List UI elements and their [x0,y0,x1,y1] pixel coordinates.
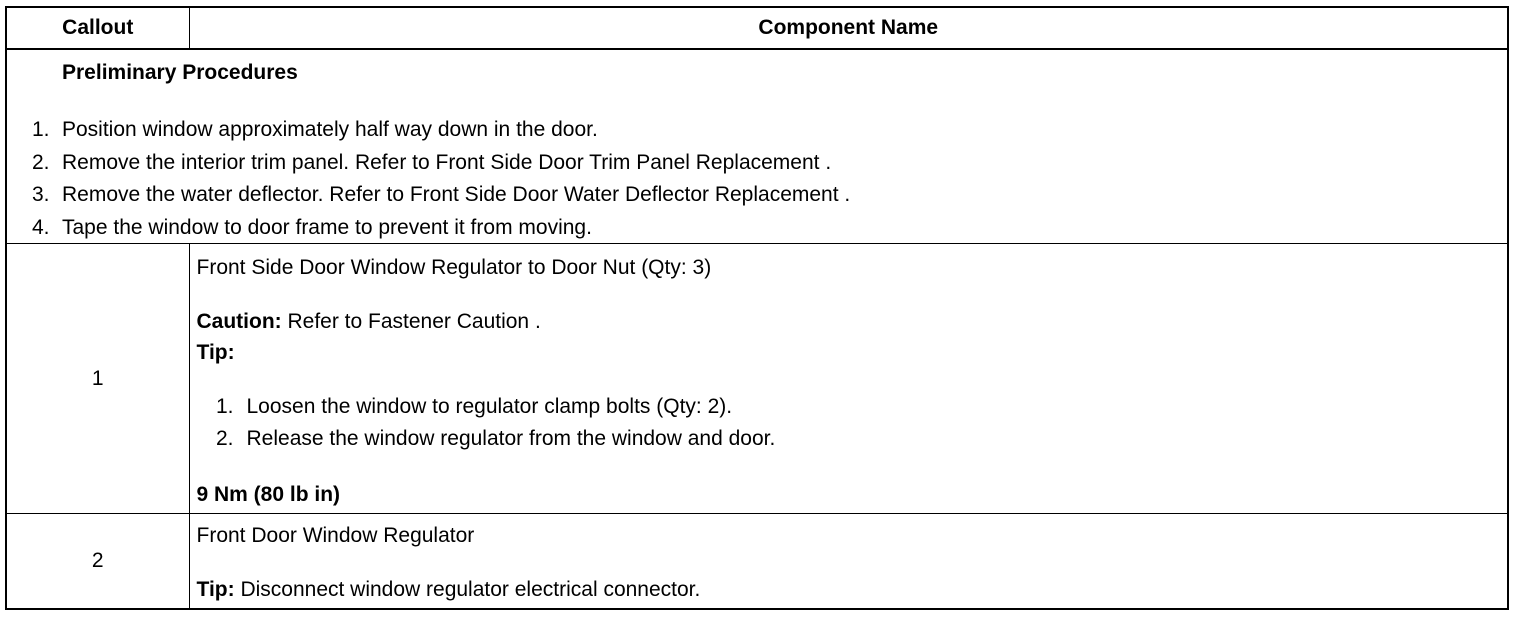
step-text: Remove the interior trim panel. Refer to… [62,150,832,174]
preliminary-step: 1. Position window approximately half way… [7,114,850,147]
preliminary-cell: Preliminary Procedures 1. Position window… [5,48,1509,244]
component-name-header: Component Name [188,6,1509,50]
tip-text: Disconnect window regulator electrical c… [234,578,701,601]
step-text: Tape the window to door frame to prevent… [62,215,592,239]
step-number: 2. [32,150,50,174]
table-row: 1 Front Side Door Window Regulator to Do… [5,243,1509,514]
tip-step: 2. Release the window regulator from the … [197,423,776,455]
tip-steps: 1. Loosen the window to regulator clamp b… [197,391,776,455]
tip-step-text: Release the window regulator from the wi… [246,427,776,450]
preliminary-step: 4. Tape the window to door frame to preve… [7,212,850,245]
component-name: Front Side Door Window Regulator to Door… [196,256,712,279]
caution-text: Refer to Fastener Caution . [281,310,541,333]
tip-label: Tip: [196,341,235,364]
step-text: Position window approximately half way d… [62,118,598,141]
step-number: 3. [32,183,50,206]
caution-note: Caution: Refer to Fastener Caution . [197,310,541,334]
preliminary-steps: 1. Position window approximately half way… [7,114,850,244]
torque-spec: 9 Nm (80 lb in) [196,483,341,506]
preliminary-step: 2. Remove the interior trim panel. Refer … [7,147,850,180]
tip-step: 1. Loosen the window to regulator clamp b… [197,391,776,423]
component-name: Front Door Window Regulator [196,524,475,547]
component-cell: Front Door Window Regulator Tip: Disconn… [188,513,1509,609]
step-text: Remove the water deflector. Refer to Fro… [62,183,851,206]
tip-label: Tip: [196,578,235,601]
caution-label: Caution: [196,310,282,333]
step-number: 1. [32,118,50,141]
table-row: 2 Front Door Window Regulator Tip: Disco… [5,513,1509,609]
tip-step-number: 2. [215,427,234,450]
preliminary-step: 3. Remove the water deflector. Refer to F… [7,179,850,212]
callout-header: Callout [5,6,190,50]
component-cell: Front Side Door Window Regulator to Door… [188,243,1509,514]
callout-cell: 1 [5,243,190,514]
tip-step-text: Loosen the window to regulator clamp bol… [246,395,733,418]
preliminary-row: Preliminary Procedures 1. Position window… [5,48,1509,244]
tip-note: Tip: Disconnect window regulator electri… [197,578,701,602]
callout-cell: 2 [5,513,190,609]
tip-step-number: 1. [215,395,234,418]
procedure-table: Callout Component Name Preliminary Proce… [5,6,1509,610]
step-number: 4. [32,215,50,239]
preliminary-title: Preliminary Procedures [62,61,298,84]
header-row: Callout Component Name [5,6,1509,50]
